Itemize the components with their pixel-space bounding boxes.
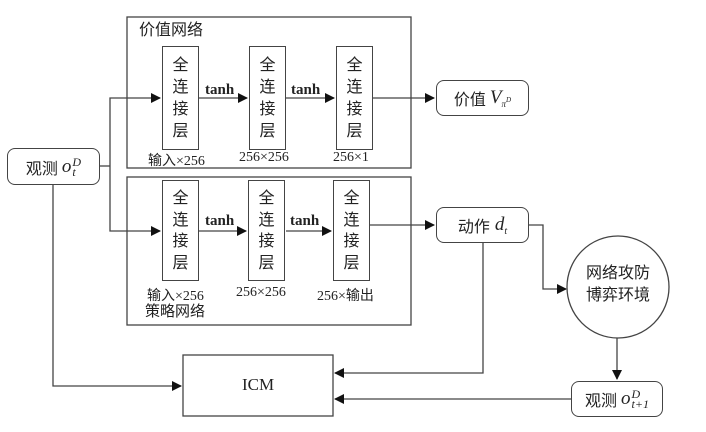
next-observation-label: 观测 [585, 391, 618, 410]
observation-box: 观测 o D t [7, 148, 100, 185]
layer-char: 连 [343, 209, 360, 229]
policy-layer-3-dim: 256×输出 [317, 289, 374, 304]
value-network-title: 价值网络 [139, 20, 204, 39]
value-output-label: 价值 [453, 90, 486, 109]
value-layer-1-dim: 输入×256 [148, 154, 205, 169]
observation-superscript: D [72, 154, 82, 169]
value-sub-superscript: D [506, 96, 512, 104]
value-fc-layer-3: 全 连 接 层 [336, 46, 373, 150]
layer-char: 层 [346, 121, 363, 140]
policy-layer-1-dim: 输入×256 [147, 289, 204, 304]
obs-to-policy-arrow [109, 166, 161, 236]
action-symbol: d [494, 214, 505, 235]
obs-to-value-arrow [109, 93, 161, 166]
value-fc-layer-2: 全 连 接 层 [249, 46, 286, 150]
value-subscript: π [501, 99, 507, 109]
policy-fc-layer-1: 全 连 接 层 [162, 180, 199, 281]
obs-to-icm-arrow [52, 185, 182, 391]
action-to-env-arrow [529, 224, 567, 294]
environment-circle [566, 235, 670, 339]
layer-char: 层 [343, 252, 360, 272]
environment-line-1: 网络攻防 [585, 263, 650, 282]
layer-char: 连 [346, 77, 363, 96]
layer-char: 全 [346, 55, 363, 74]
layer-char: 连 [258, 209, 275, 229]
observation-symbol: o [61, 155, 72, 177]
value-fc-layer-1: 全 连 接 层 [162, 46, 199, 150]
layer-char: 全 [259, 55, 276, 74]
value-output-box: 价值 V π D [436, 80, 529, 116]
layer-char: 连 [172, 209, 189, 229]
policy-layer-2-dim: 256×256 [236, 285, 286, 300]
value-layer-2-dim: 256×256 [239, 150, 289, 165]
layer-char: 层 [258, 252, 275, 272]
value-network-group [126, 16, 412, 169]
environment-label: 网络攻防 博弈环境 [572, 262, 664, 307]
policy-network-group [126, 176, 412, 326]
policy-activation-1: tanh [205, 213, 235, 229]
next-observation-symbol: o [621, 388, 631, 409]
layer-char: 接 [259, 99, 276, 118]
layer-char: 接 [258, 231, 275, 251]
next-observation-subscript: t+1 [631, 397, 649, 411]
layer-char: 全 [172, 55, 189, 74]
layer-char: 连 [259, 77, 276, 96]
value-symbol: V [489, 87, 502, 108]
icm-label: ICM [241, 375, 275, 394]
layer-char: 层 [259, 121, 276, 140]
policy-network-title: 策略网络 [145, 302, 206, 320]
value-activation-1: tanh [205, 82, 235, 98]
layer-char: 接 [346, 99, 363, 118]
layer-char: 层 [172, 121, 189, 140]
next-observation-indices: D t+1 [632, 388, 649, 410]
observation-label: 观测 [25, 158, 58, 178]
layer-char: 接 [172, 99, 189, 118]
layer-char: 全 [172, 188, 189, 208]
value-layer-3-dim: 256×1 [333, 150, 369, 165]
layer-char: 接 [343, 231, 360, 251]
action-to-icm-arrow [334, 243, 484, 378]
action-subscript: t [504, 225, 508, 237]
environment-line-2: 博弈环境 [585, 285, 650, 305]
layer-char: 全 [258, 188, 275, 208]
layer-char: 全 [343, 188, 360, 208]
action-output-box: 动作 d t [436, 207, 529, 243]
layer-char: 接 [172, 231, 189, 251]
observation-subscript: t [72, 164, 76, 179]
value-activation-2: tanh [291, 82, 321, 98]
icm-box [182, 354, 334, 417]
observation-indices: D t [72, 156, 81, 178]
policy-fc-layer-3: 全 连 接 层 [333, 180, 370, 281]
action-label: 动作 [457, 217, 490, 236]
layer-char: 层 [172, 252, 189, 272]
policy-fc-layer-2: 全 连 接 层 [248, 180, 285, 281]
policy-activation-2: tanh [290, 213, 320, 229]
layer-char: 连 [172, 77, 189, 96]
next-observation-box: 观测 o D t+1 [571, 381, 663, 417]
next-observation-superscript: D [631, 387, 641, 401]
